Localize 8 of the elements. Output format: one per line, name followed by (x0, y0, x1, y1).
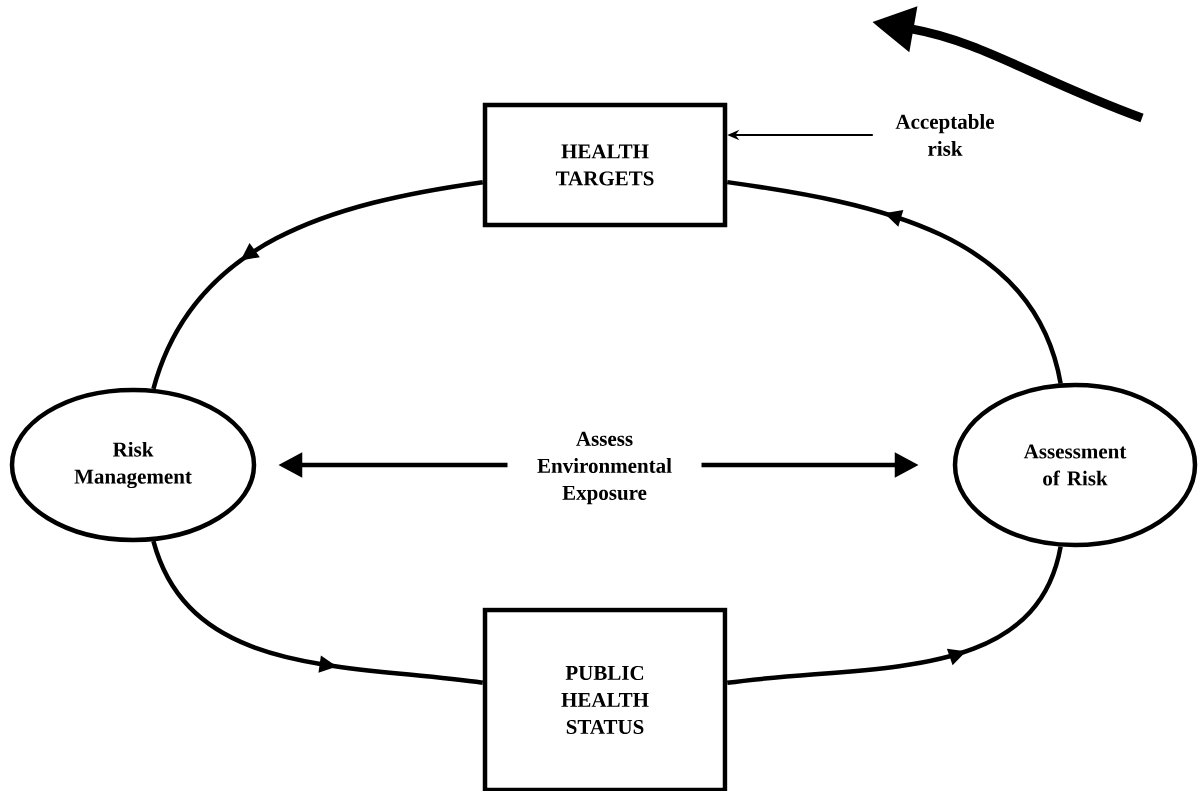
arrow (727, 546, 1063, 686)
note-text: Acceptable risk (895, 114, 995, 156)
arrow (151, 179, 484, 390)
arrow (151, 540, 484, 686)
edge-label: Assess Environmental Exposure (507, 429, 702, 507)
process-box: PUBLIC HEALTH STATUS (482, 607, 728, 791)
arrow (726, 179, 1063, 384)
process-box: HEALTH TARGETS (482, 102, 728, 228)
